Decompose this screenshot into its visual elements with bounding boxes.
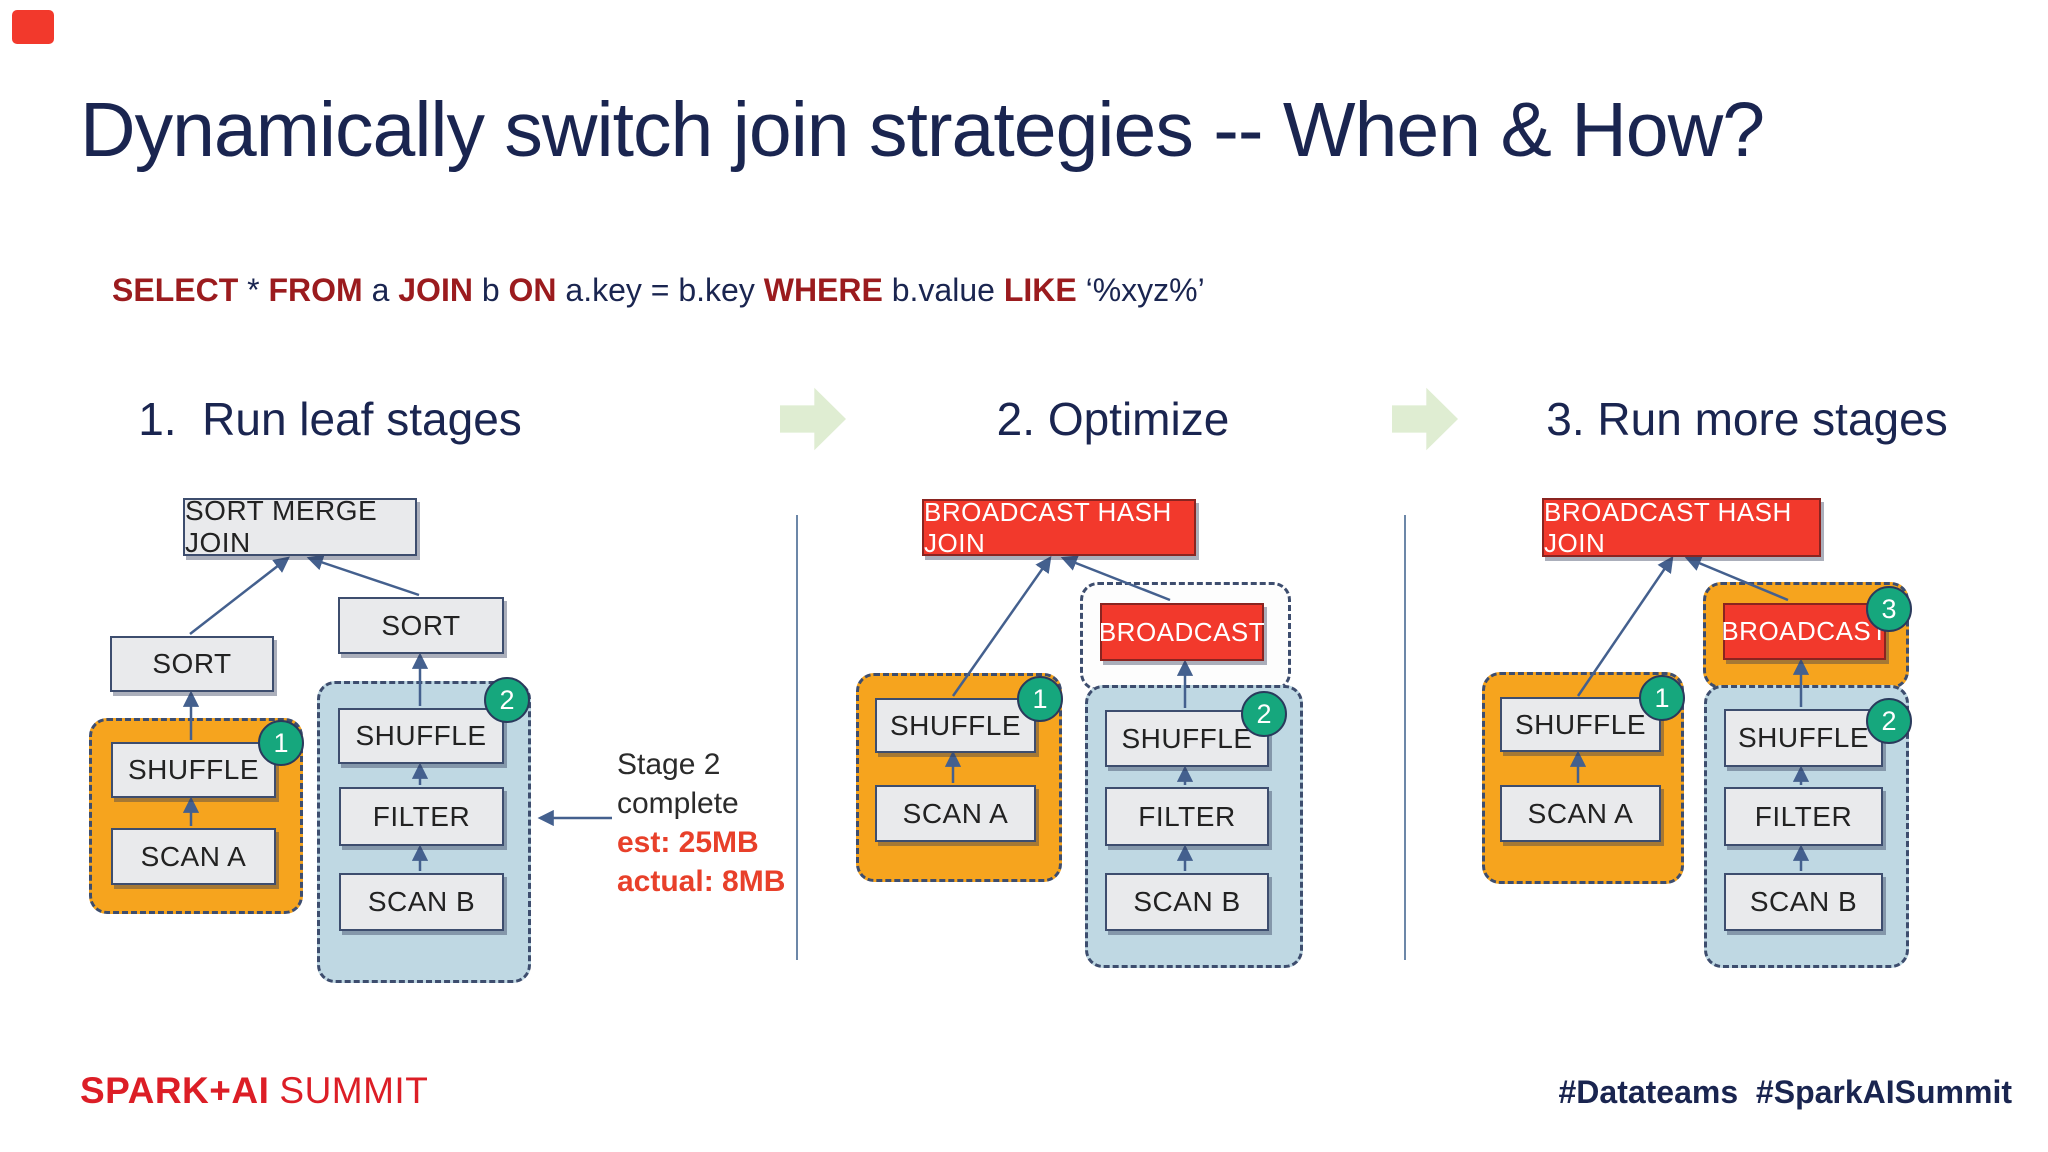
node-sort-left: SORT [110, 636, 274, 692]
section-divider [796, 515, 798, 960]
arrow-right-icon [780, 387, 846, 451]
sql-keyword: WHERE [763, 272, 883, 308]
step-heading-2: 2. Optimize [996, 393, 1230, 445]
note-estimate: est: 25MB [617, 826, 759, 859]
sql-keyword: JOIN [398, 272, 473, 308]
node-shuffle: SHUFFLE [875, 698, 1036, 753]
node-filter: FILTER [339, 787, 504, 846]
logo-summit: SUMMIT [279, 1070, 429, 1111]
sql-keyword: LIKE [1003, 272, 1077, 308]
note-actual: actual: 8MB [617, 865, 786, 898]
arrow-right-icon [1392, 387, 1458, 451]
node-scan-a: SCAN A [1500, 785, 1661, 842]
node-filter: FILTER [1724, 787, 1883, 846]
badge-stage1: 1 [258, 720, 304, 766]
node-sort-right: SORT [338, 597, 504, 654]
sql-keyword: SELECT [112, 272, 239, 308]
step-heading-3: 3. Run more stages [1546, 393, 1948, 445]
node-broadcast-hash-join: BROADCAST HASH JOIN [1542, 497, 1821, 558]
footer-hashtags: #Datateams #SparkAISummit [1558, 1074, 2012, 1110]
node-scan-a: SCAN A [875, 785, 1036, 842]
sql-keyword: FROM [268, 272, 363, 308]
sql-text: b.value [882, 272, 1004, 308]
sql-query: SELECT * FROM a JOIN b ON a.key = b.key … [112, 272, 1205, 309]
note-line: complete [617, 787, 739, 820]
step-heading-1: 1. Run leaf stages [138, 393, 522, 445]
node-broadcast-hash-join: BROADCAST HASH JOIN [922, 497, 1196, 558]
sql-keyword: ON [508, 272, 557, 308]
badge-stage2: 2 [484, 677, 530, 723]
node-scan-b: SCAN B [339, 873, 504, 931]
node-shuffle: SHUFFLE [1724, 709, 1883, 767]
stage2-complete-note: Stage 2 complete est: 25MB actual: 8MB [617, 745, 785, 901]
section-divider [1404, 515, 1406, 960]
badge-stage1: 1 [1017, 676, 1063, 722]
node-scan-b: SCAN B [1724, 873, 1883, 931]
badge-stage3: 3 [1866, 586, 1912, 632]
badge-stage1: 1 [1639, 675, 1685, 721]
node-scan-b: SCAN B [1105, 873, 1269, 931]
badge-stage2: 2 [1241, 691, 1287, 737]
sql-text: b [472, 272, 509, 308]
node-broadcast: BROADCAST [1721, 603, 1887, 660]
sql-text: a [362, 272, 399, 308]
sql-text: ‘%xyz%’ [1076, 272, 1205, 308]
node-shuffle: SHUFFLE [1105, 710, 1269, 767]
slide-corner-accent [12, 10, 54, 44]
note-line: Stage 2 [617, 748, 721, 781]
node-shuffle: SHUFFLE [1500, 697, 1661, 752]
logo-spark-ai: SPARK+AI [80, 1070, 270, 1111]
node-sort-merge-join: SORT MERGE JOIN [183, 495, 417, 558]
node-scan-a: SCAN A [111, 828, 276, 885]
node-filter: FILTER [1105, 787, 1269, 846]
node-broadcast: BROADCAST [1099, 603, 1265, 661]
page-title: Dynamically switch join strategies -- Wh… [80, 87, 1765, 173]
node-shuffle: SHUFFLE [338, 708, 504, 764]
badge-stage2: 2 [1866, 698, 1912, 744]
sql-text: a.key = b.key [556, 272, 764, 308]
node-shuffle: SHUFFLE [111, 742, 276, 798]
sql-text: * [238, 272, 269, 308]
